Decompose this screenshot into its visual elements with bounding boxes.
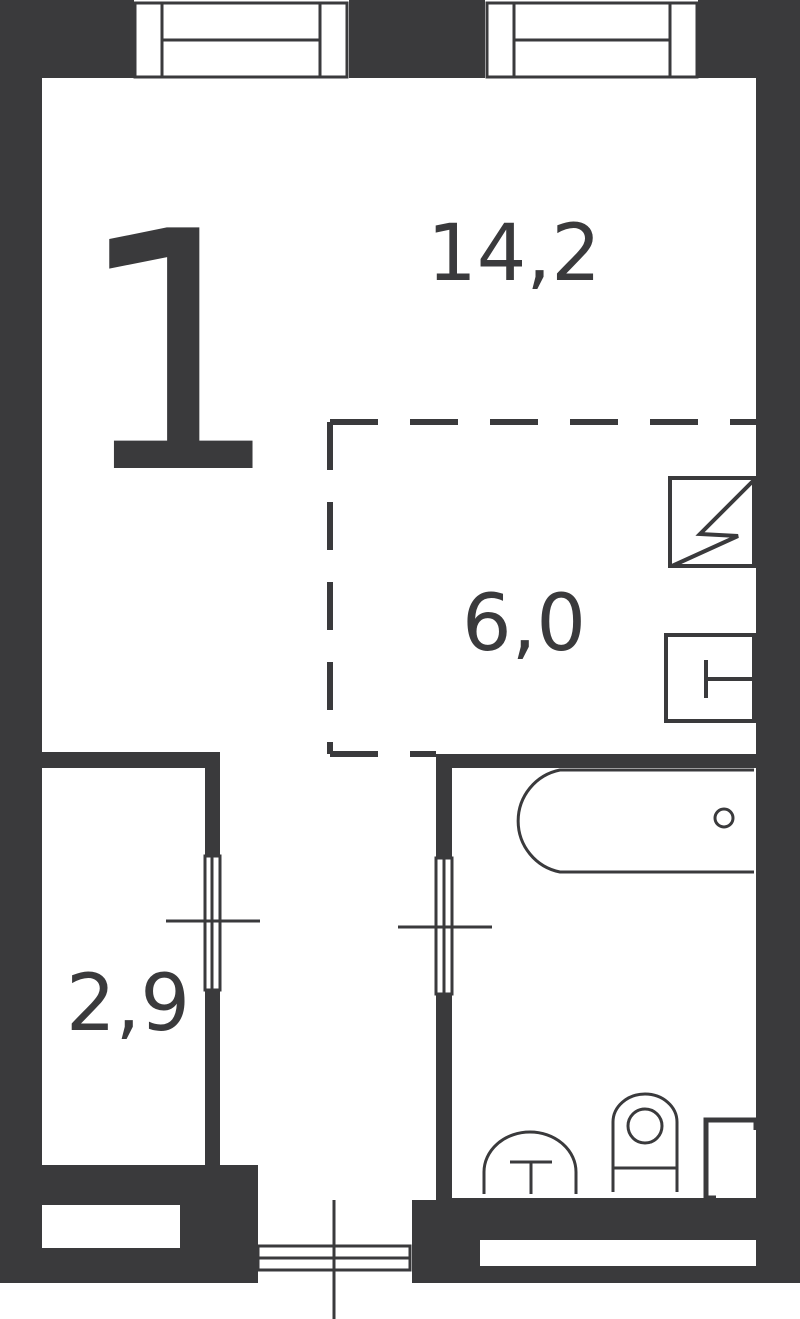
window-bath-bottom <box>480 1240 756 1266</box>
window-left <box>133 1 349 79</box>
stove-icon <box>668 476 756 568</box>
wall-bath-top <box>436 754 756 768</box>
kitchen-zone-outline <box>327 419 756 757</box>
living-area-label: 14,2 <box>427 209 601 299</box>
closet-door <box>166 854 260 992</box>
wall-left <box>0 0 42 1283</box>
wall-closet-top <box>0 752 220 768</box>
wall-top-middle <box>349 0 485 78</box>
kitchen-sink-icon <box>664 633 756 723</box>
wall-bath-left-lower <box>436 994 452 1200</box>
kitchen-area-label: 6,0 <box>462 579 586 669</box>
window-closet-bottom <box>42 1207 178 1247</box>
wall-right <box>756 0 800 1283</box>
bath-shaft <box>703 1117 759 1201</box>
toilet-icon <box>611 1092 679 1192</box>
window-right <box>485 1 699 79</box>
wall-bottom-left-jamb <box>180 1165 258 1283</box>
bathroom-door <box>398 856 492 996</box>
wall-bath-left-upper <box>436 754 452 858</box>
room-count-label: 1 <box>73 162 283 546</box>
wall-bath-bottom <box>436 1198 800 1220</box>
storage-area-label: 2,9 <box>66 959 190 1049</box>
washbasin-icon <box>482 1130 578 1194</box>
wall-closet-right-upper <box>205 752 220 856</box>
entrance-door <box>256 1200 412 1319</box>
walls <box>0 0 800 1283</box>
bathtub-icon <box>516 768 754 874</box>
wall-closet-right-lower <box>205 990 220 1180</box>
